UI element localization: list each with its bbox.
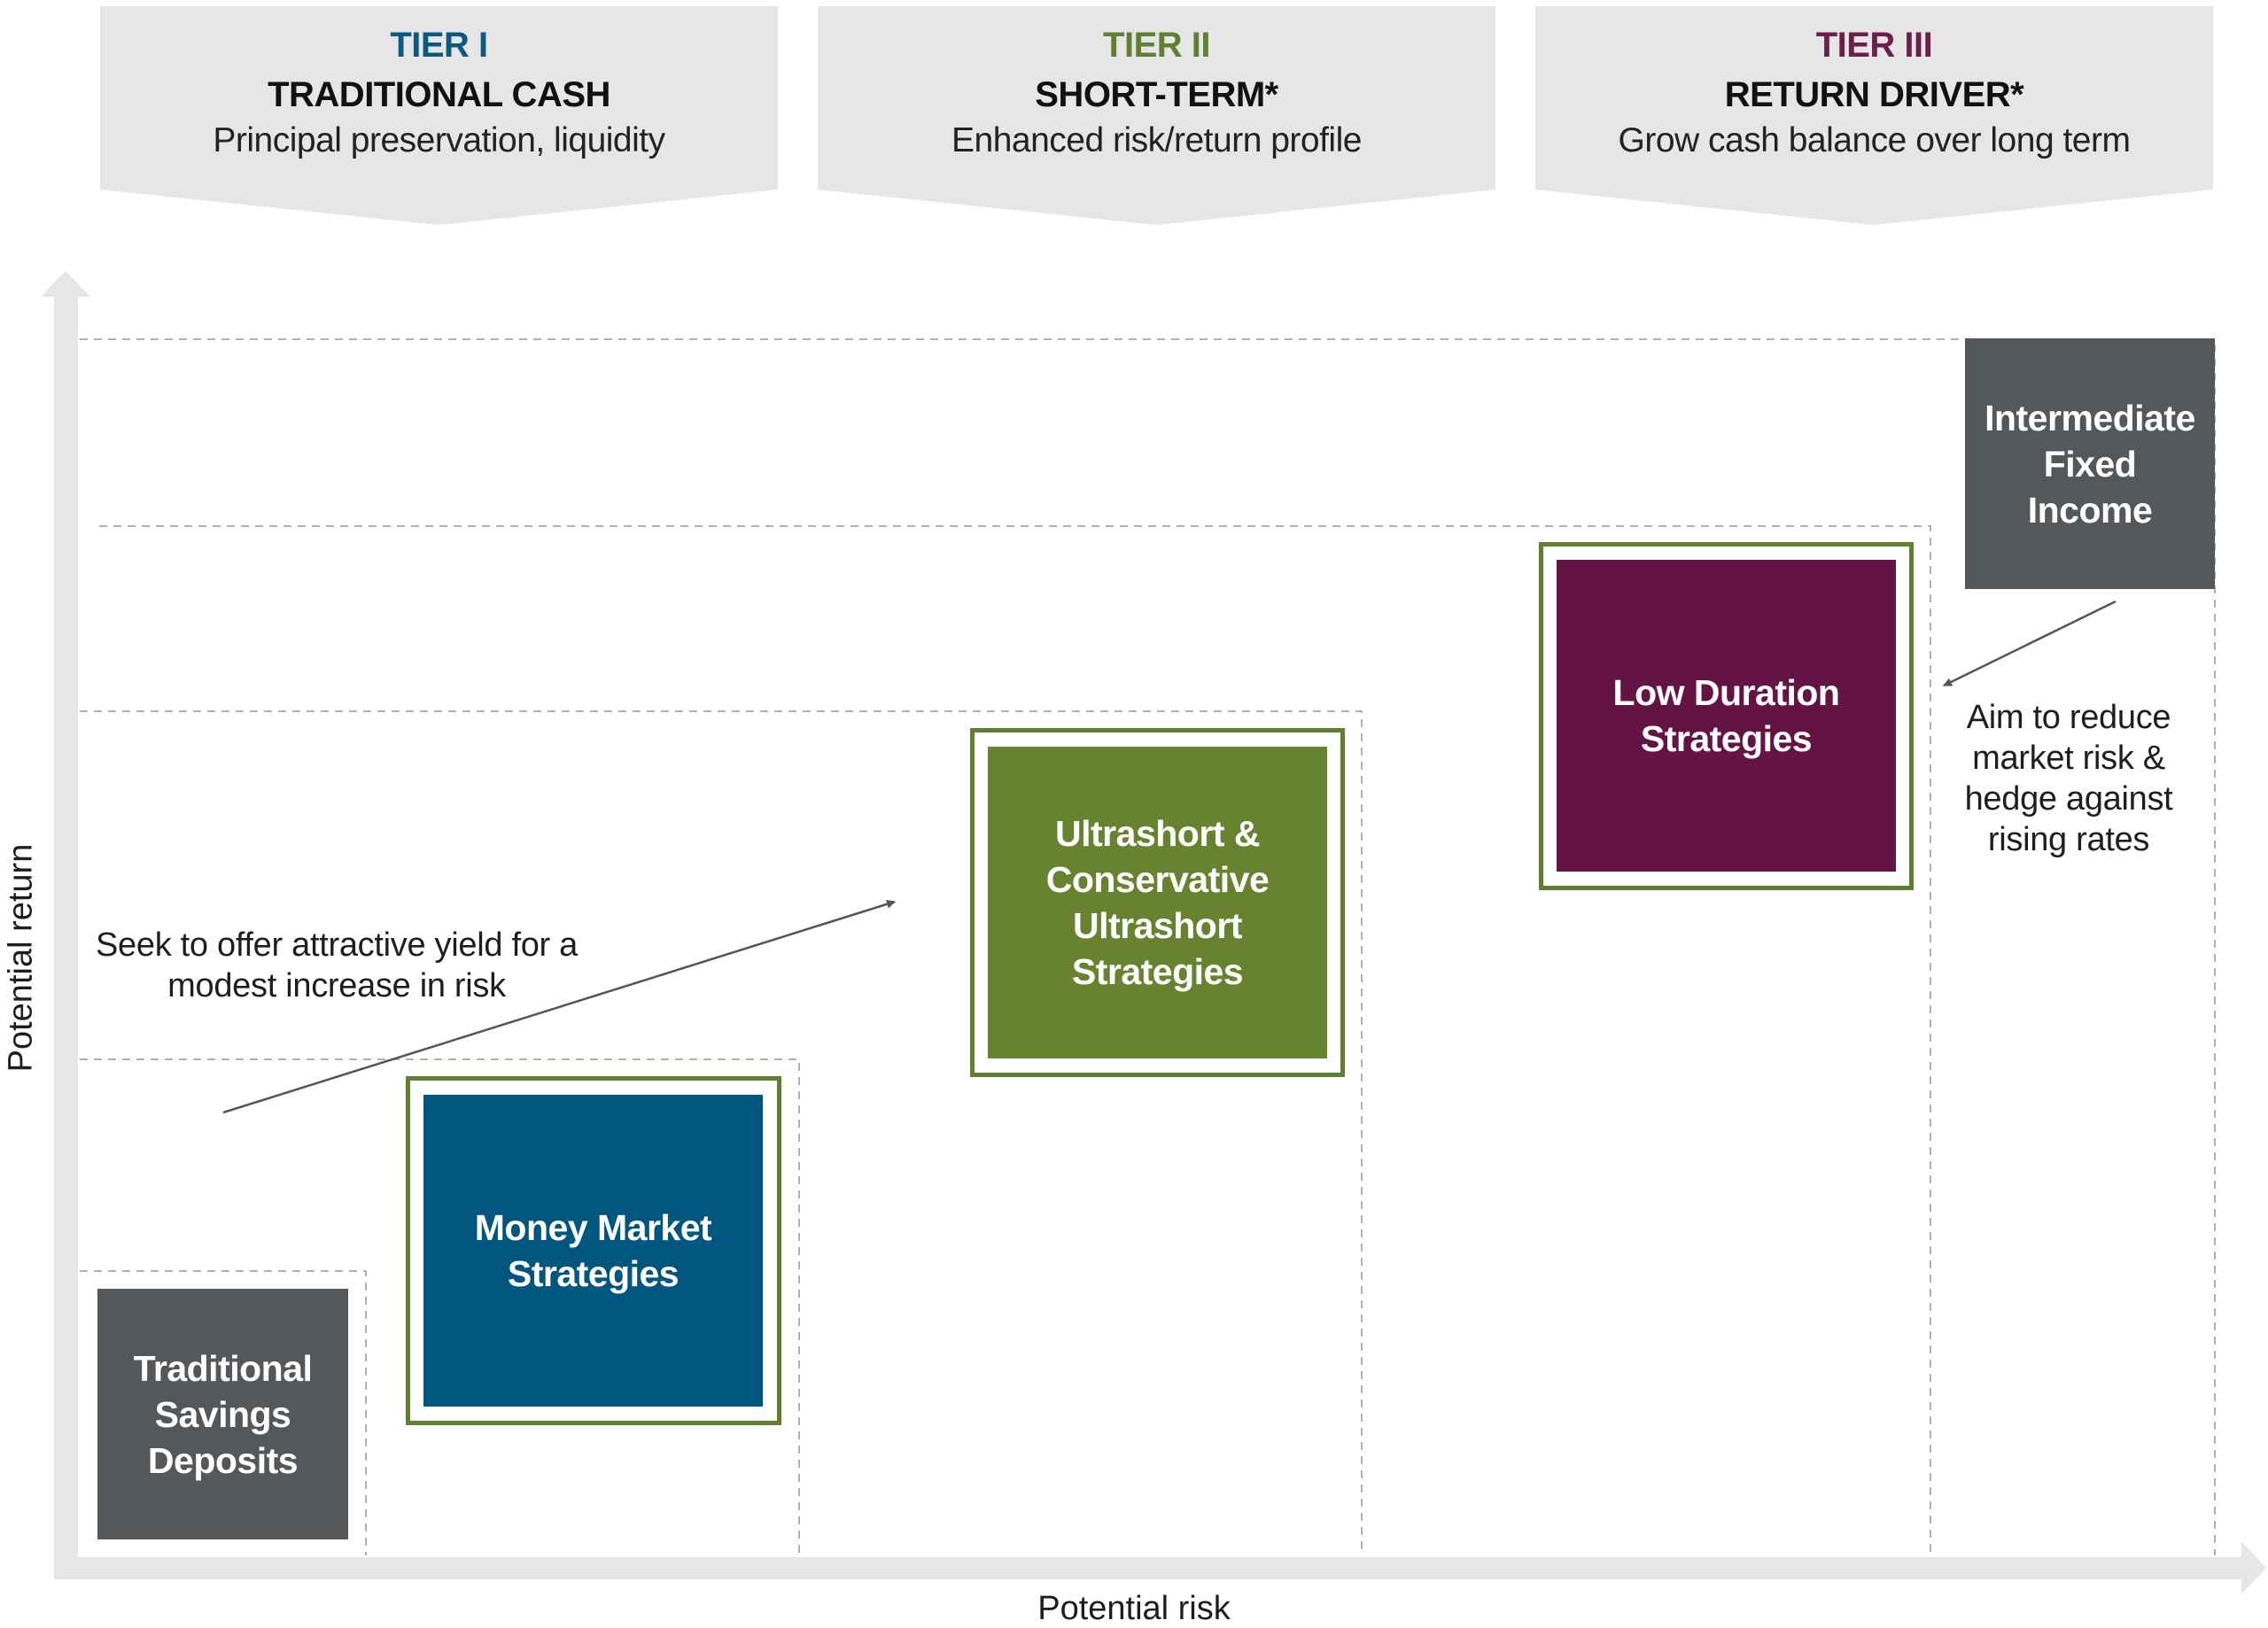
region-savings bbox=[80, 1270, 367, 1555]
tier-1-subtitle: Principal preservation, liquidity bbox=[213, 121, 665, 159]
x-axis-arrowhead bbox=[2241, 1541, 2266, 1594]
tier-1-title: TRADITIONAL CASH bbox=[268, 75, 610, 114]
dashed-regions bbox=[80, 338, 2216, 1555]
tier-2-label: TIER II bbox=[1103, 26, 1210, 65]
intermediate-fixed-income-box: Intermediate Fixed Income bbox=[1965, 338, 2215, 589]
low-duration-box: Low Duration Strategies bbox=[1557, 560, 1896, 872]
tier-2-title: SHORT-TERM* bbox=[1035, 75, 1278, 114]
reduce-risk-note: Aim to reduce market risk & hedge agains… bbox=[1964, 699, 2173, 858]
tier-3-subtitle: Grow cash balance over long term bbox=[1618, 121, 2131, 159]
yield-note: Seek to offer attractive yield for a mod… bbox=[95, 926, 578, 1004]
tier-2-header: TIER II SHORT-TERM* Enhanced risk/return… bbox=[818, 6, 1495, 225]
tier-3-label: TIER III bbox=[1815, 26, 1933, 65]
savings-deposits-box: Traditional Savings Deposits bbox=[97, 1289, 348, 1539]
region-money-market bbox=[80, 1058, 800, 1555]
ultrashort-box: Ultrashort & Conservative Ultrashort Str… bbox=[988, 747, 1327, 1058]
region-low-duration bbox=[99, 525, 1931, 1555]
chevron-shape bbox=[1535, 6, 2213, 225]
chevron-shape bbox=[818, 6, 1495, 225]
tier-3-header: TIER III RETURN DRIVER* Grow cash balanc… bbox=[1535, 6, 2213, 225]
tier-3-title: RETURN DRIVER* bbox=[1724, 75, 2024, 114]
y-axis bbox=[54, 292, 78, 1575]
region-ultrashort bbox=[80, 710, 1363, 1555]
x-axis bbox=[54, 1557, 2246, 1579]
yield-arrow bbox=[222, 899, 896, 1114]
x-axis-label: Potential risk bbox=[1037, 1590, 1231, 1627]
reduce-risk-arrow bbox=[1943, 600, 2117, 687]
tier-2-subtitle: Enhanced risk/return profile bbox=[951, 121, 1362, 159]
chevron-shape bbox=[100, 6, 778, 225]
y-axis-label: Potential return bbox=[2, 843, 40, 1073]
tier-1-header: TIER I TRADITIONAL CASH Principal preser… bbox=[100, 6, 778, 225]
money-market-box: Money Market Strategies bbox=[423, 1095, 763, 1407]
y-axis-arrowhead bbox=[41, 271, 90, 297]
region-intermediate bbox=[80, 338, 2216, 1555]
tier-1-label: TIER I bbox=[390, 26, 488, 65]
